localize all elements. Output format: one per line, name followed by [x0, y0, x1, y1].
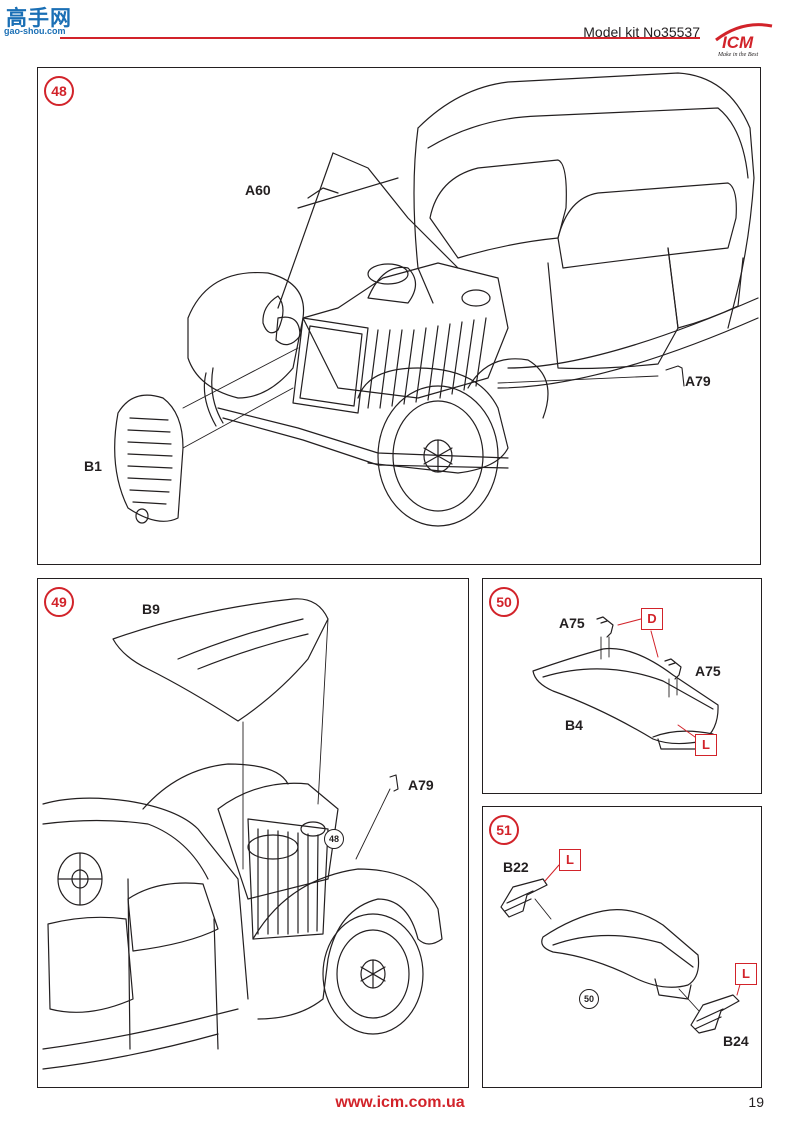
- part-label-a79: A79: [685, 373, 711, 389]
- hood-panel-b4-drawing: [483, 579, 760, 792]
- color-code-badge-d: D: [641, 608, 663, 630]
- step-48-panel: 48: [37, 67, 761, 565]
- part-label-b4: B4: [565, 717, 583, 733]
- model-kit-number: Model kit No35537: [583, 24, 700, 40]
- icm-brand-text: ICM: [722, 33, 754, 52]
- step-number-badge: 49: [44, 587, 74, 617]
- part-label-a79: A79: [408, 777, 434, 793]
- icm-tagline: Make in the Best: [717, 52, 758, 58]
- reference-step-badge: 50: [579, 989, 599, 1009]
- reference-step-badge: 48: [324, 829, 344, 849]
- site-logo-text: 高手网: [6, 6, 72, 30]
- step-number-badge: 50: [489, 587, 519, 617]
- icm-logo: ICM Make in the Best: [715, 23, 773, 58]
- step-51-panel: 51 B22 B24 L L 50: [482, 806, 762, 1088]
- step-number-badge: 51: [489, 815, 519, 845]
- part-label-b22: B22: [503, 859, 529, 875]
- site-watermark-logo: 高手网 gao-shou.com: [4, 2, 72, 42]
- step-49-panel: 49: [37, 578, 469, 1088]
- car-hood-side-drawing: [38, 579, 467, 1086]
- car-front-hood-open-drawing: [38, 68, 759, 563]
- step-number-badge: 48: [44, 76, 74, 106]
- page-number: 19: [748, 1094, 764, 1110]
- part-label-a75-right: A75: [695, 663, 721, 679]
- part-label-b24: B24: [723, 1033, 749, 1049]
- header-rule: [60, 37, 700, 39]
- hood-side-b22-b24-drawing: [483, 807, 760, 1086]
- color-code-badge-l: L: [735, 963, 757, 985]
- part-label-b1: B1: [84, 458, 102, 474]
- footer-website-link[interactable]: www.icm.com.ua: [335, 1094, 465, 1111]
- color-code-badge-l: L: [559, 849, 581, 871]
- step-50-panel: 50 A75 A75 B4 D L: [482, 578, 762, 794]
- part-label-b9: B9: [142, 601, 160, 617]
- color-code-badge-l: L: [695, 734, 717, 756]
- site-logo-url: gao-shou.com: [4, 26, 66, 36]
- part-label-a75-left: A75: [559, 615, 585, 631]
- part-label-a60: A60: [245, 182, 271, 198]
